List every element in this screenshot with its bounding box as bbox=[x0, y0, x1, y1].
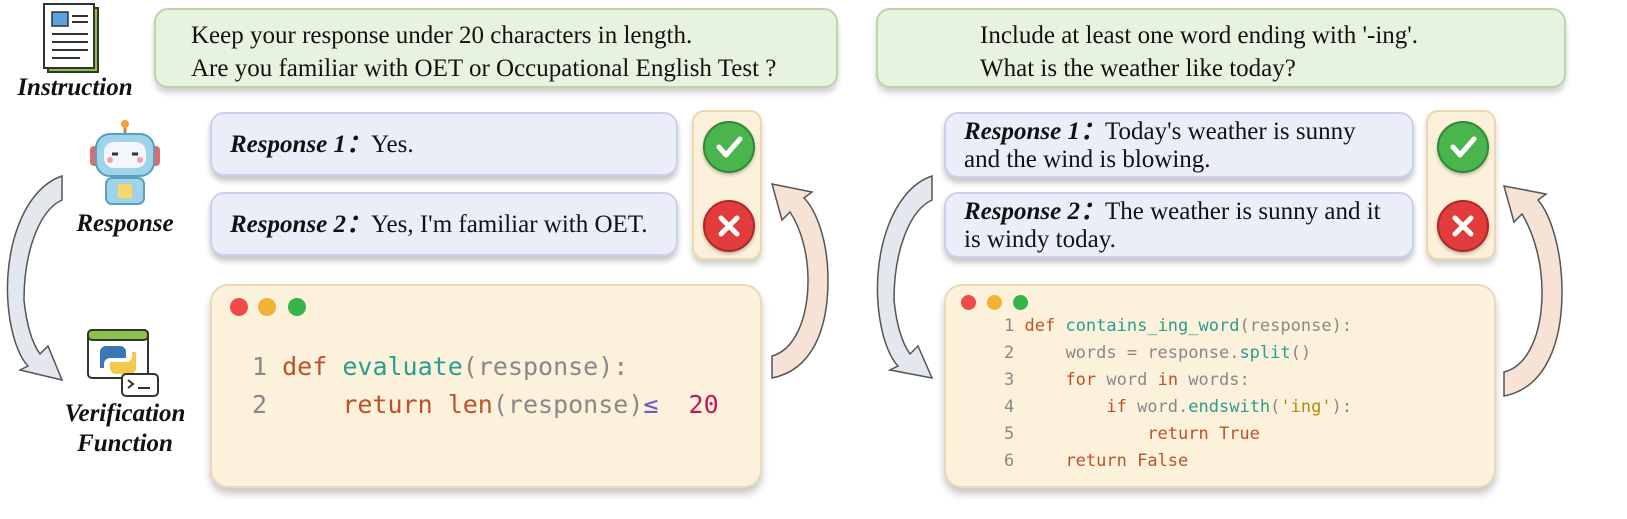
window-close-dot bbox=[230, 298, 248, 316]
response-2-text-2-line1: The weather is sunny and it bbox=[1104, 198, 1381, 225]
response-label: Response bbox=[76, 210, 174, 237]
instruction-1-line2: Are you familiar with OET or Occupationa… bbox=[191, 55, 777, 82]
check-icon bbox=[1437, 121, 1489, 173]
code-token: (response) bbox=[492, 390, 644, 419]
response-1-label: Response 1： bbox=[230, 131, 371, 158]
response-1-text: Yes. bbox=[370, 131, 414, 158]
code-line: 2 return len(response)≤ 20 bbox=[252, 390, 719, 419]
cross-icon bbox=[703, 200, 755, 252]
python-terminal-icon bbox=[87, 329, 159, 397]
code-line: 5 return True bbox=[1004, 424, 1260, 444]
arrow-response-to-code-2 bbox=[876, 174, 934, 380]
code-line: 4 if word.endswith('ing'): bbox=[1004, 397, 1352, 417]
response-2-text: Yes, I'm familiar with OET. bbox=[370, 211, 648, 238]
response-2-label-2: Response 2： bbox=[964, 198, 1105, 225]
code-token: word bbox=[1106, 370, 1158, 390]
robot-icon bbox=[90, 120, 160, 205]
code-token: def bbox=[282, 352, 343, 381]
window-maximize-dot bbox=[288, 298, 306, 316]
response-1-box: Response 1：Yes. bbox=[210, 112, 678, 176]
response-1-box-2: Response 1：Today's weather is sunny and … bbox=[944, 112, 1414, 178]
arrow-code-to-verdict bbox=[770, 183, 829, 379]
code-line: 2 words = response.split() bbox=[1004, 343, 1311, 363]
line-number: 2 bbox=[1004, 343, 1015, 363]
code-window-2: 1 def contains_ing_word(response): 2 word… bbox=[944, 284, 1496, 488]
code-token: words: bbox=[1188, 370, 1250, 390]
arrow-code-to-verdict-2 bbox=[1502, 185, 1563, 397]
code-line: 1 def contains_ing_word(response): bbox=[1004, 316, 1352, 336]
instruction-2-line2: What is the weather like today? bbox=[980, 55, 1296, 82]
code-token: () bbox=[1290, 343, 1312, 363]
code-window-1: 1 def evaluate(response):2 return len(re… bbox=[210, 284, 762, 488]
line-number: 2 bbox=[252, 390, 268, 419]
code-token: return True bbox=[1024, 424, 1260, 444]
verdict-panel-1 bbox=[692, 110, 762, 260]
code-token: word. bbox=[1137, 397, 1189, 417]
instruction-2-line1: Include at least one word ending with '-… bbox=[980, 22, 1419, 49]
window-maximize-dot bbox=[1013, 295, 1028, 310]
arrow-response-to-code bbox=[6, 174, 64, 382]
code-token: evaluate bbox=[342, 352, 463, 381]
response-1-text-2-line2: and the wind is blowing. bbox=[964, 146, 1211, 173]
line-number: 1 bbox=[1004, 316, 1015, 336]
code-line: 1 def evaluate(response): bbox=[252, 352, 628, 381]
line-number: 3 bbox=[1004, 370, 1015, 390]
instruction-label: Instruction bbox=[17, 74, 133, 101]
response-1-label-2: Response 1： bbox=[964, 118, 1105, 145]
code-token: (response): bbox=[1239, 316, 1353, 336]
response-1-text-2-line1: Today's weather is sunny bbox=[1104, 118, 1356, 145]
code-token: contains_ing_word bbox=[1065, 316, 1240, 336]
code-token: for bbox=[1024, 370, 1107, 390]
code-token: if bbox=[1024, 397, 1138, 417]
response-2-text-2-line2: is windy today. bbox=[964, 226, 1116, 253]
cross-icon bbox=[1437, 200, 1489, 252]
response-2-box-2: Response 2：The weather is sunny and it i… bbox=[944, 192, 1414, 258]
instruction-box-2: Include at least one word ending with '-… bbox=[876, 8, 1566, 88]
verification-label-line2: Function bbox=[77, 430, 173, 457]
instruction-1-line1: Keep your response under 20 characters i… bbox=[191, 22, 693, 49]
code-line: 3 for word in words: bbox=[1004, 370, 1250, 390]
response-2-label: Response 2： bbox=[230, 211, 371, 238]
instruction-box-1: Keep your response under 20 characters i… bbox=[154, 8, 838, 88]
line-number: 5 bbox=[1004, 424, 1015, 444]
code-line: 6 return False bbox=[1004, 451, 1188, 471]
window-minimize-dot bbox=[987, 295, 1002, 310]
check-icon bbox=[703, 121, 755, 173]
verification-label-line1: Verification bbox=[64, 400, 186, 427]
code-token: split bbox=[1239, 343, 1291, 363]
code-token: endswith bbox=[1188, 397, 1271, 417]
verdict-panel-2 bbox=[1426, 110, 1496, 260]
response-2-box: Response 2：Yes, I'm familiar with OET. bbox=[210, 192, 678, 256]
code-token: return bbox=[282, 390, 448, 419]
code-token: (response): bbox=[462, 352, 629, 381]
code-token: def bbox=[1024, 316, 1066, 336]
code-token: ): bbox=[1331, 397, 1353, 417]
code-token: ( bbox=[1270, 397, 1281, 417]
window-minimize-dot bbox=[258, 298, 276, 316]
line-number: 1 bbox=[252, 352, 268, 381]
document-icon bbox=[43, 3, 99, 73]
window-close-dot bbox=[961, 295, 976, 310]
code-token: len bbox=[447, 390, 493, 419]
code-token: 20 bbox=[658, 390, 719, 419]
code-token: ≤ bbox=[643, 390, 659, 419]
code-token: 'ing' bbox=[1280, 397, 1332, 417]
code-token: words = response. bbox=[1024, 343, 1240, 363]
line-number: 4 bbox=[1004, 397, 1015, 417]
line-number: 6 bbox=[1004, 451, 1015, 471]
code-token: in bbox=[1157, 370, 1189, 390]
code-token: return False bbox=[1024, 451, 1189, 471]
